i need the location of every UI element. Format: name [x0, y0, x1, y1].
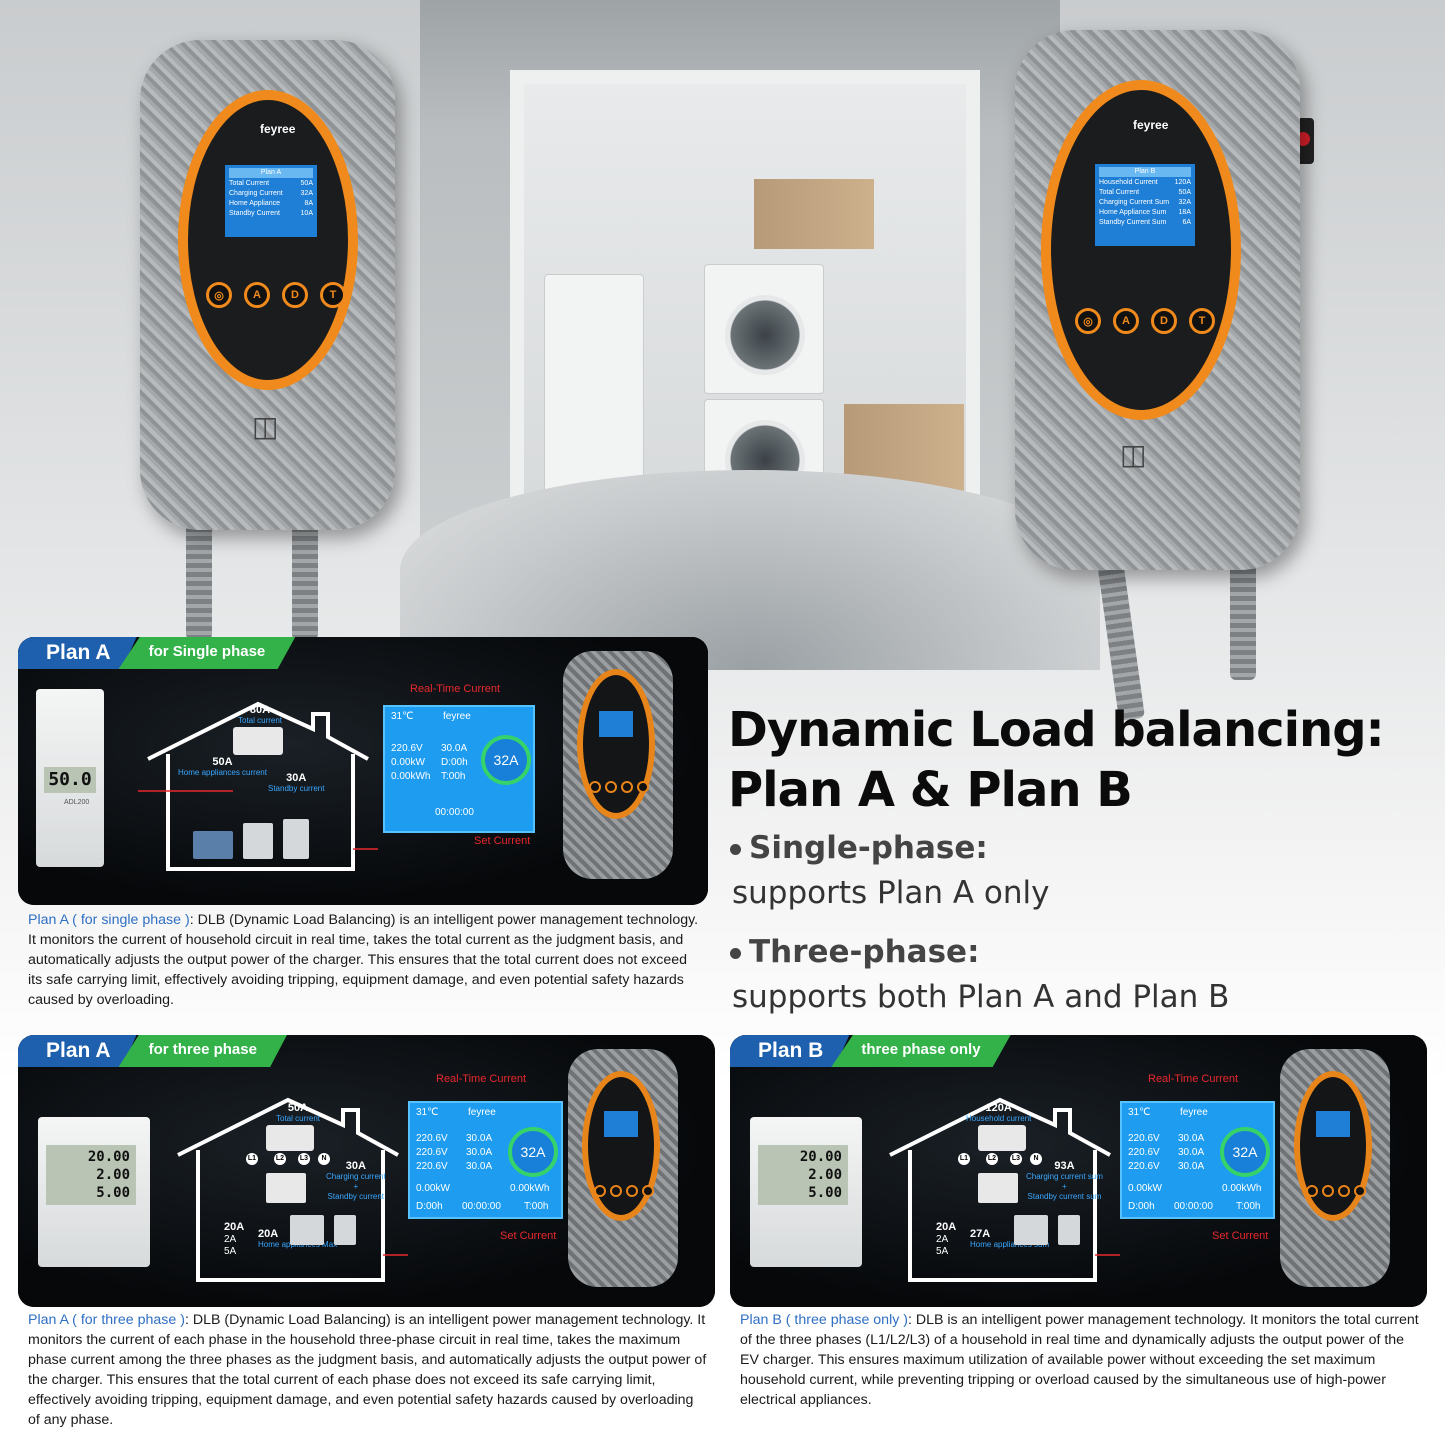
charger-dashboard: 31℃ feyree 220.6V 30.0A 0.00kW D:00h 0.0… [383, 705, 535, 833]
rfid-icon: ◫ [252, 411, 279, 442]
appliance-icons [290, 1215, 356, 1245]
three-phase-text: supports both Plan A and Plan B [732, 979, 1230, 1015]
plan-b-description: Plan B ( three phase only ): DLB is an i… [740, 1312, 1419, 1408]
breaker-image [233, 727, 283, 755]
power-button[interactable]: ◎ [1075, 308, 1101, 334]
mini-charger [563, 651, 673, 879]
garage-background [400, 0, 1100, 670]
house-diagram [177, 1097, 408, 1282]
three-phase-heading: Three-phase: [730, 934, 979, 970]
plan-a-three-description: Plan A ( for three phase ): DLB (Dynamic… [28, 1312, 707, 1428]
house-diagram [889, 1097, 1120, 1282]
plan-tag: Plan B three phase only [730, 1035, 1011, 1067]
mini-charger [1280, 1049, 1390, 1287]
charger-dashboard: 31℃ feyree 220.6V 30.0A 220.6V 30.0A 220… [408, 1101, 563, 1219]
d-button[interactable]: D [282, 282, 308, 308]
single-phase-heading: Single-phase: [730, 830, 988, 866]
single-phase-text: supports Plan A only [732, 875, 1050, 911]
d-button[interactable]: D [1151, 308, 1177, 334]
t-button[interactable]: T [320, 282, 346, 308]
car-image [400, 470, 1100, 670]
breaker-image [978, 1125, 1026, 1151]
plan-a-single-description: Plan A ( for single phase ): DLB (Dynami… [28, 912, 699, 1008]
headline-line1: Dynamic Load balancing: [728, 702, 1385, 758]
appliance-icons [193, 819, 309, 859]
meter-small [978, 1173, 1018, 1203]
t-button[interactable]: T [1189, 308, 1215, 334]
meter-small [266, 1173, 306, 1203]
set-current-gauge: 32A [1220, 1127, 1270, 1177]
plan-tag: Plan A for three phase [18, 1035, 287, 1067]
headline: Dynamic Load balancing: Plan A & Plan B [728, 700, 1428, 820]
a-button[interactable]: A [244, 282, 270, 308]
mini-charger [568, 1049, 678, 1287]
garage-opening [510, 70, 980, 540]
boiler-image [544, 274, 644, 504]
appliance-icons [1014, 1215, 1080, 1245]
washer-image [704, 264, 824, 394]
breaker-image [266, 1125, 314, 1151]
feyree-logo: feyree [260, 122, 296, 136]
house-diagram [138, 701, 378, 871]
charger-dashboard: 31℃ feyree 220.6V 30.0A 220.6V 30.0A 220… [1120, 1101, 1275, 1219]
headline-line2: Plan A & Plan B [728, 762, 1133, 818]
rfid-icon: ◫ [1120, 439, 1147, 470]
single-phase-meter: 50.0 ADL200 [36, 689, 104, 867]
feyree-logo: feyree [1133, 118, 1169, 132]
set-current-gauge: 32A [481, 735, 531, 785]
a-button[interactable]: A [1113, 308, 1139, 334]
power-button[interactable]: ◎ [206, 282, 232, 308]
plan-tag: Plan A for Single phase [18, 637, 296, 669]
set-current-gauge: 32A [508, 1127, 558, 1177]
